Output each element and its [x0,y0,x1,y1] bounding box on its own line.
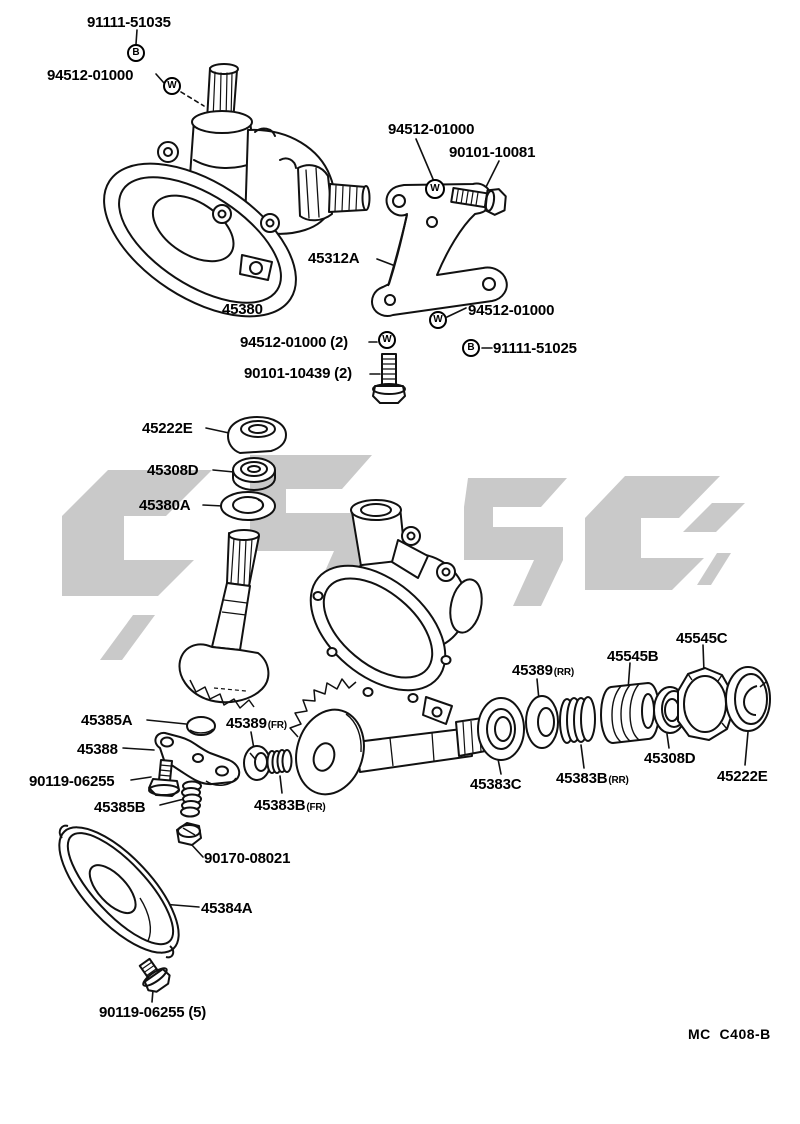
cap-45222E-lower-drawing [725,666,771,732]
washer-symbol: W [163,77,181,95]
part-number: 45383B [254,797,306,814]
part-label-45308D-lower: 45308D [644,750,696,767]
part-label-90101-10081: 90101-10081 [449,144,536,161]
washer-45380A-drawing [220,491,276,521]
cap-45385A-drawing [186,716,216,736]
spring-45383B-RR-drawing [559,696,596,744]
washer-symbol-letter: W [433,314,443,325]
part-label-94512-01000-right: 94512-01000 [468,302,555,319]
bearing-45383C-drawing [477,697,525,761]
part-label-91111-51025: 91111-51025 [493,340,577,357]
part-label-45380: 45380 [222,301,263,318]
washer-symbol: W [378,331,396,349]
part-label-94512-01000-mid: 94512-01000 [388,121,475,138]
bolt-symbol-letter: B [132,47,140,58]
part-label-45222E-lower: 45222E [717,768,768,785]
worm-shaft-drawing [289,678,492,796]
part-label-94512-01000-qty2: 94512-01000 (2) [240,334,348,351]
plate-45388-drawing [154,731,241,786]
dust-cover-45222E-upper-drawing [226,415,288,455]
bolt-90101-10081-drawing [450,187,507,216]
part-label-45389-FR: 45389(FR) [226,715,287,734]
washer-symbol-letter: W [430,183,440,194]
lock-nut-45545C-drawing [677,667,734,741]
gear-housing-drawing [309,499,483,725]
washer-symbol: W [429,311,447,329]
part-label-45312A: 45312A [308,250,360,267]
part-number-suffix: (RR) [608,775,629,786]
bolt-90119-06255-qty5-drawing [138,957,171,993]
part-label-90119-06255: 90119-06255 [29,773,115,790]
part-number: 45389 [512,662,553,679]
part-label-45389-RR: 45389(RR) [512,662,574,681]
end-cover-45384A-drawing [58,824,180,959]
part-label-45385B: 45385B [94,799,146,816]
part-label-45384A: 45384A [201,900,253,917]
bolt-symbol-letter: B [467,342,475,353]
part-label-45383C: 45383C [470,776,522,793]
bolt-symbol: B [462,339,480,357]
bolt-symbol: B [127,44,145,62]
washer-symbol: W [425,179,445,199]
part-label-45222E-upper: 45222E [142,420,193,437]
part-label-45383B-FR: 45383B(FR) [254,797,326,816]
bearing-45308D-upper-drawing [232,457,276,492]
sector-shaft-drawing [178,529,270,709]
bolt-90119-06255-drawing [148,759,180,797]
part-number-suffix: (FR) [306,802,326,813]
part-number: 45383B [556,770,608,787]
part-label-45545B: 45545B [607,648,659,665]
spring-45385B-drawing [180,780,202,818]
ring-45389-RR-drawing [525,695,559,749]
part-number-suffix: (RR) [553,667,575,678]
washer-symbol-letter: W [167,80,177,91]
part-label-45388: 45388 [77,741,118,758]
washer-symbol-letter: W [382,334,392,345]
part-number: 45389 [226,715,267,732]
part-label-45380A: 45380A [139,497,191,514]
part-label-90101-10439-qty2: 90101-10439 (2) [244,365,352,382]
spring-45383B-FR-drawing [266,749,293,774]
steering-gear-assembly-drawing [103,63,371,318]
page-code: MC C408-B [688,1026,771,1042]
part-label-90170-08021: 90170-08021 [204,850,291,867]
part-label-45385A: 45385A [81,712,133,729]
part-label-90119-06255-qty5: 90119-06255 (5) [99,1004,207,1021]
part-label-94512-01000-top: 94512-01000 [47,67,134,84]
nut-90170-08021-drawing [176,822,202,846]
part-label-45308D-upper: 45308D [147,462,199,479]
adjusting-screw-45545B-drawing [599,681,661,745]
part-label-45545C: 45545C [676,630,728,647]
bolt-90101-10439-drawing [372,353,406,404]
part-label-45383B-RR: 45383B(RR) [556,770,629,789]
part-number-suffix: (FR) [267,720,287,731]
ring-45389-FR-drawing [243,745,271,781]
part-label-91111-51035: 91111-51035 [87,14,171,31]
